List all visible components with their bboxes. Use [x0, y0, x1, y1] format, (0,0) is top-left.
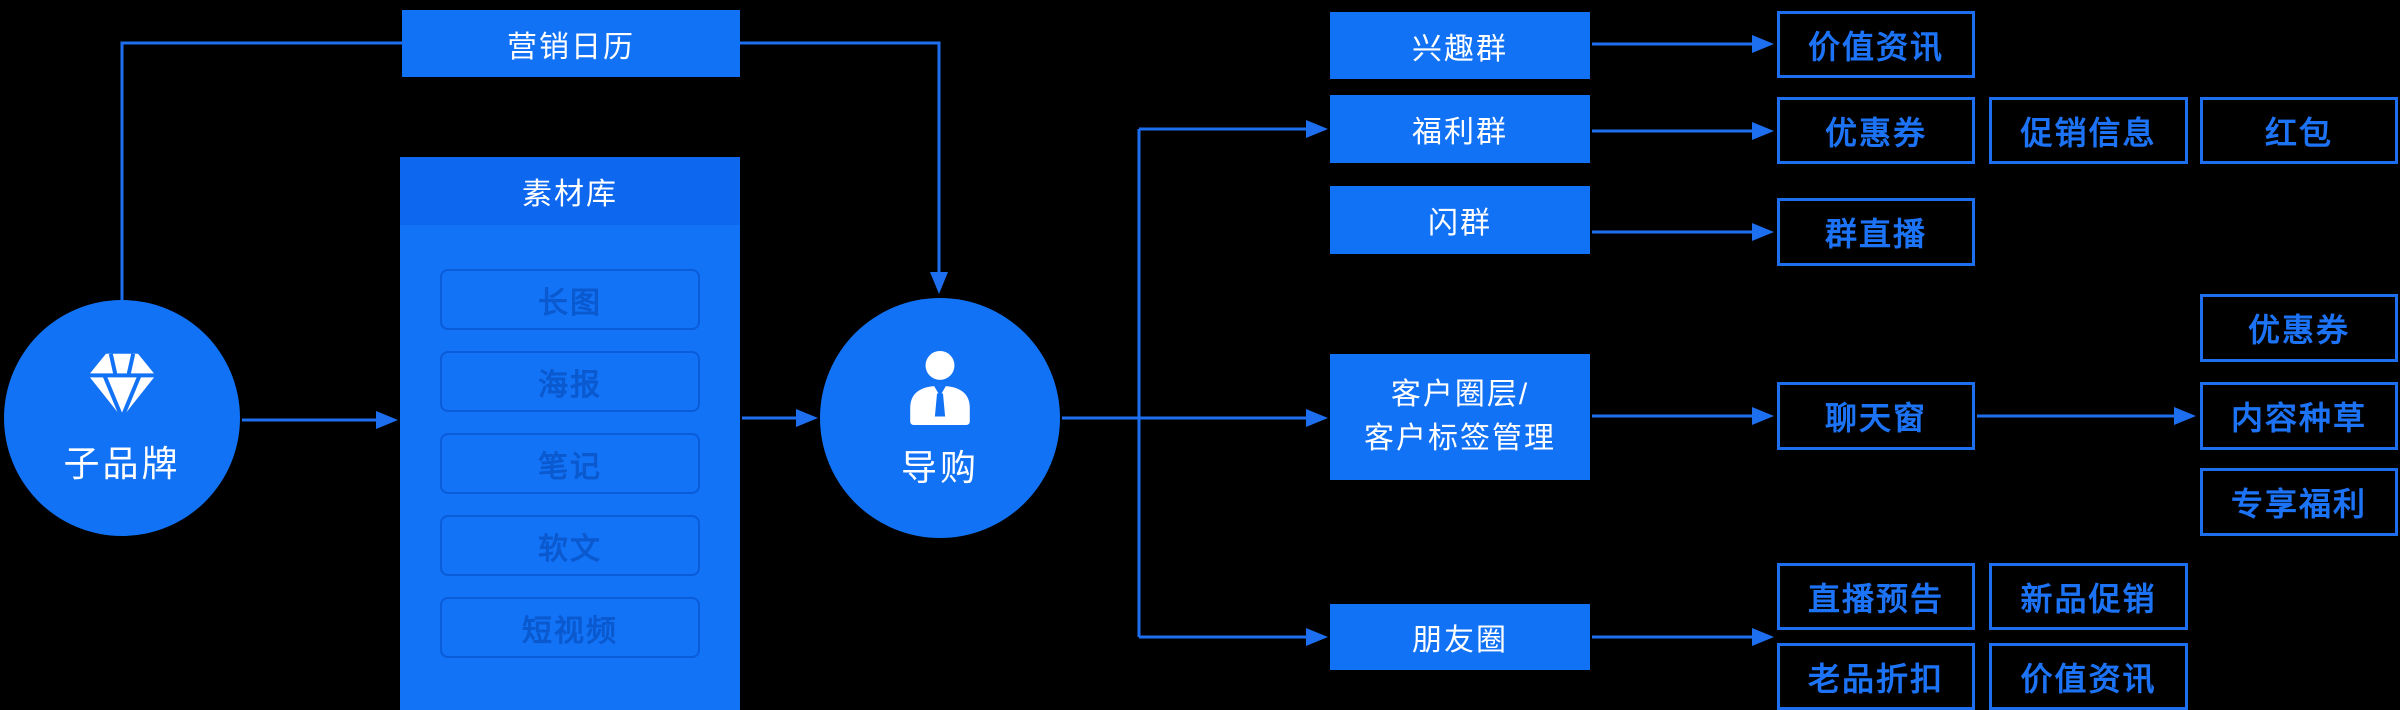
- node-welfare-group: 福利群: [1330, 95, 1590, 163]
- material-item-long-image: 长图: [440, 269, 700, 330]
- node-marketing-calendar: 营销日历: [402, 10, 740, 77]
- node-red-packet: 红包: [2200, 97, 2398, 164]
- node-live-preview: 直播预告: [1777, 563, 1975, 630]
- panel-title: 素材库: [522, 178, 618, 211]
- node-old-product-discount: 老品折扣: [1777, 643, 1975, 710]
- node-moments: 朋友圈: [1330, 604, 1590, 670]
- node-exclusive-benefit: 专享福利: [2200, 468, 2398, 536]
- node-chat-window: 聊天窗: [1777, 382, 1975, 450]
- node-content-seeding: 内容种草: [2200, 382, 2398, 450]
- node-value-info: 价值资讯: [1777, 11, 1975, 78]
- material-item-poster: 海报: [440, 351, 700, 412]
- material-item-soft-article: 软文: [440, 515, 700, 576]
- node-label: 导购: [900, 447, 979, 488]
- material-item-notes: 笔记: [440, 433, 700, 494]
- node-coupon: 优惠券: [1777, 97, 1975, 164]
- diamond-icon: [88, 353, 156, 419]
- material-item-short-video: 短视频: [440, 597, 700, 658]
- node-sub-brand: 子品牌: [4, 300, 240, 536]
- node-flash-group: 闪群: [1330, 186, 1590, 254]
- panel-material-library: 素材库 长图 海报 笔记 软文 短视频: [400, 157, 740, 710]
- node-interest-group: 兴趣群: [1330, 12, 1590, 79]
- node-group-live: 群直播: [1777, 198, 1975, 266]
- node-label: 子品牌: [63, 443, 181, 484]
- node-promo-info: 促销信息: [1989, 97, 2188, 164]
- node-new-product-promo: 新品促销: [1989, 563, 2188, 630]
- person-icon: [910, 350, 970, 425]
- node-customer-segment: 客户圈层/ 客户标签管理: [1330, 354, 1590, 480]
- panel-material-library-header: 素材库: [400, 157, 740, 225]
- node-label: 营销日历: [507, 30, 635, 64]
- node-shopping-guide: 导购: [820, 298, 1060, 538]
- node-value-info-2: 价值资讯: [1989, 643, 2188, 710]
- node-coupon-2: 优惠券: [2200, 294, 2398, 362]
